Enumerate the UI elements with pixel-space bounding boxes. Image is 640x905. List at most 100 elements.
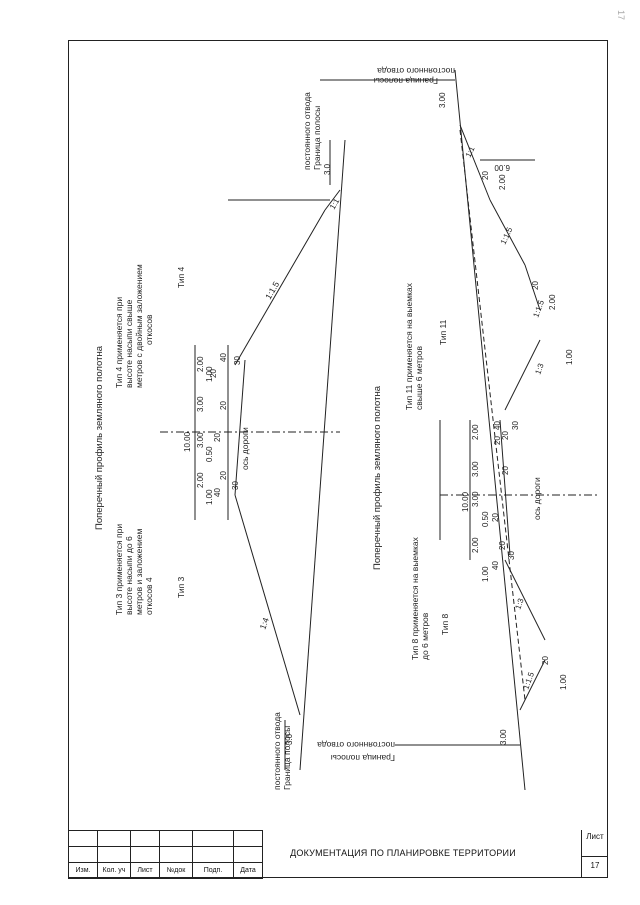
top-dim-d6: 0.50: [205, 446, 214, 462]
document-title: ДОКУМЕНТАЦИЯ ПО ПЛАНИРОВКЕ ТЕРРИТОРИИ: [290, 848, 516, 858]
col-ndok: №док: [159, 862, 193, 879]
bottom-dim-d2: 3.00: [471, 491, 480, 507]
type4-note-3: метров с двойным заложением: [134, 264, 144, 388]
slope-1-4-label: 1:4: [257, 616, 271, 631]
bottom-dim-right-200b: 2.00: [498, 174, 507, 190]
ground-line-top: [299, 139, 346, 771]
bottom-dim-p20g: 20: [493, 436, 502, 445]
bottom-dim-p40b: 40: [493, 421, 502, 430]
top-dim-p30a: 30: [231, 481, 240, 490]
bottom-dim-p20a: 20: [541, 656, 550, 665]
slope-line-1-15: [234, 209, 326, 366]
bottom-dim-total: 10.00: [461, 491, 470, 512]
bottom-dim-right-600: 6.00: [494, 163, 510, 172]
col-izm: Изм.: [68, 862, 98, 879]
bottom-dim-p20c: 20: [481, 171, 490, 180]
cut-slope-5: [504, 559, 546, 641]
top-dim-d1: 2.00: [196, 472, 205, 488]
top-dim-d2: 3.00: [196, 432, 205, 448]
type4-note-2: высоте насыпи свыше: [124, 299, 134, 388]
bottom-dim-left-300: 3.00: [499, 729, 508, 745]
top-dim-p20d: 20: [209, 369, 218, 378]
bottom-dim-right-300: 3.00: [438, 92, 447, 108]
top-dim-d7: 1.00: [205, 366, 214, 382]
boundary-left-top: Граница полосы: [282, 726, 292, 790]
type3-note-3: метров и заложением: [134, 528, 144, 615]
boundary-right-top: Граница полосы: [312, 106, 322, 170]
boundary-right-bottom: Граница полосы: [374, 76, 438, 86]
bottom-dim-p30a: 30: [507, 551, 516, 560]
dim-left-30-top: 3.0: [285, 733, 294, 745]
allotment-left-bottom: постоянного отвода: [317, 740, 395, 750]
axis-label-bottom: ось дороги: [532, 477, 542, 520]
bottom-slope-1-1: 1:1: [464, 144, 477, 158]
top-heading: Поперечный профиль земляного полотна: [94, 345, 105, 530]
slope-1-1-label: 1:1: [328, 196, 342, 211]
type11-note-2: свыше 6 метров: [414, 345, 424, 410]
bottom-dim-p20f: 20: [501, 466, 510, 475]
dashed-natural-ground: [459, 129, 526, 701]
bottom-dim-p40a: 40: [491, 561, 500, 570]
type4-note-1: Тип 4 применяется при: [114, 297, 124, 388]
bottom-dim-p20d: 20: [498, 541, 507, 550]
top-dim-p20b: 20: [213, 433, 222, 442]
top-dim-p40b: 40: [219, 353, 228, 362]
bottom-dim-p30b: 30: [511, 421, 520, 430]
crown-line: [234, 359, 246, 496]
bottom-dim-d3: 3.00: [471, 461, 480, 477]
type8-note-1: Тип 8 применяется на выемках: [410, 536, 420, 660]
type11-label: Тип 11: [438, 319, 448, 345]
slope-line-1-1: [324, 189, 341, 211]
bottom-dim-d4: 2.00: [471, 424, 480, 440]
sheet-number: 17: [582, 856, 608, 870]
top-dim-p20c: 20: [219, 401, 228, 410]
top-dim-d5: 1.00: [205, 489, 214, 505]
col-data: Дата: [233, 862, 263, 879]
cut-slope-2: [489, 199, 526, 266]
col-kol: Кол. уч: [97, 862, 131, 879]
allotment-left-top: постоянного отвода: [272, 712, 282, 790]
type3-note-1: Тип 3 применяется при: [114, 524, 124, 615]
bottom-heading: Поперечный профиль земляного полотна: [372, 385, 383, 570]
dim-right-30-top: 3.0: [323, 163, 332, 175]
bottom-dim-p20b: 20: [531, 281, 540, 290]
top-dim-p30b: 30: [233, 356, 242, 365]
cut-slope-4: [504, 339, 541, 411]
col-podp: Подп.: [192, 862, 234, 879]
top-dim-d4: 2.00: [196, 356, 205, 372]
crown-line-bottom: [499, 419, 511, 556]
allotment-right-bottom: постоянного отвода: [377, 66, 455, 76]
allotment-right-top: постоянного отвода: [302, 92, 312, 170]
top-dim-p20a: 20: [219, 471, 228, 480]
slope-line-1-4: [234, 494, 301, 716]
type8-label: Тип 8: [440, 613, 450, 635]
bottom-dim-right-200a: 2.00: [548, 294, 557, 310]
bottom-dim-p20h: 20: [501, 431, 510, 440]
cut-slope-6: [519, 659, 546, 711]
bottom-slope-1-3a: 1:3: [513, 597, 525, 611]
title-block: Изм. Кол. уч Лист №док Подп. Дата ДОКУМЕ…: [68, 830, 608, 879]
type3-note-2: высоте насыпи до 6: [124, 536, 134, 615]
bottom-dim-p20e: 20: [491, 513, 500, 522]
bottom-dim-left-100: 1.00: [559, 674, 568, 690]
type4-label: Тип 4: [176, 266, 186, 288]
bottom-dim-d1: 2.00: [471, 537, 480, 553]
revision-table: Изм. Кол. уч Лист №док Подп. Дата: [68, 830, 263, 879]
cut-slope-3: [524, 264, 541, 311]
bottom-slope-1-15a: 1:1.5: [521, 670, 536, 690]
col-list: Лист: [130, 862, 160, 879]
top-dim-p40a: 40: [213, 488, 222, 497]
bottom-slope-1-15c: 1:1.5: [499, 225, 515, 245]
sheet-box: Лист 17: [581, 830, 608, 878]
top-dim-total: 10.00: [183, 431, 192, 452]
type3-note-4: откосов 4: [144, 577, 154, 615]
bottom-dim-d6: 0.50: [481, 511, 490, 527]
bottom-dim-right-100: 1.00: [565, 349, 574, 365]
boundary-left-bottom: Граница полосы: [331, 753, 395, 763]
axis-label-top: ось дороги: [240, 427, 250, 470]
type8-note-2: до 6 метров: [420, 612, 430, 660]
sheet-label: Лист: [586, 832, 604, 841]
type4-note-4: откосов: [144, 314, 154, 345]
cut-slope-1: [459, 124, 491, 201]
